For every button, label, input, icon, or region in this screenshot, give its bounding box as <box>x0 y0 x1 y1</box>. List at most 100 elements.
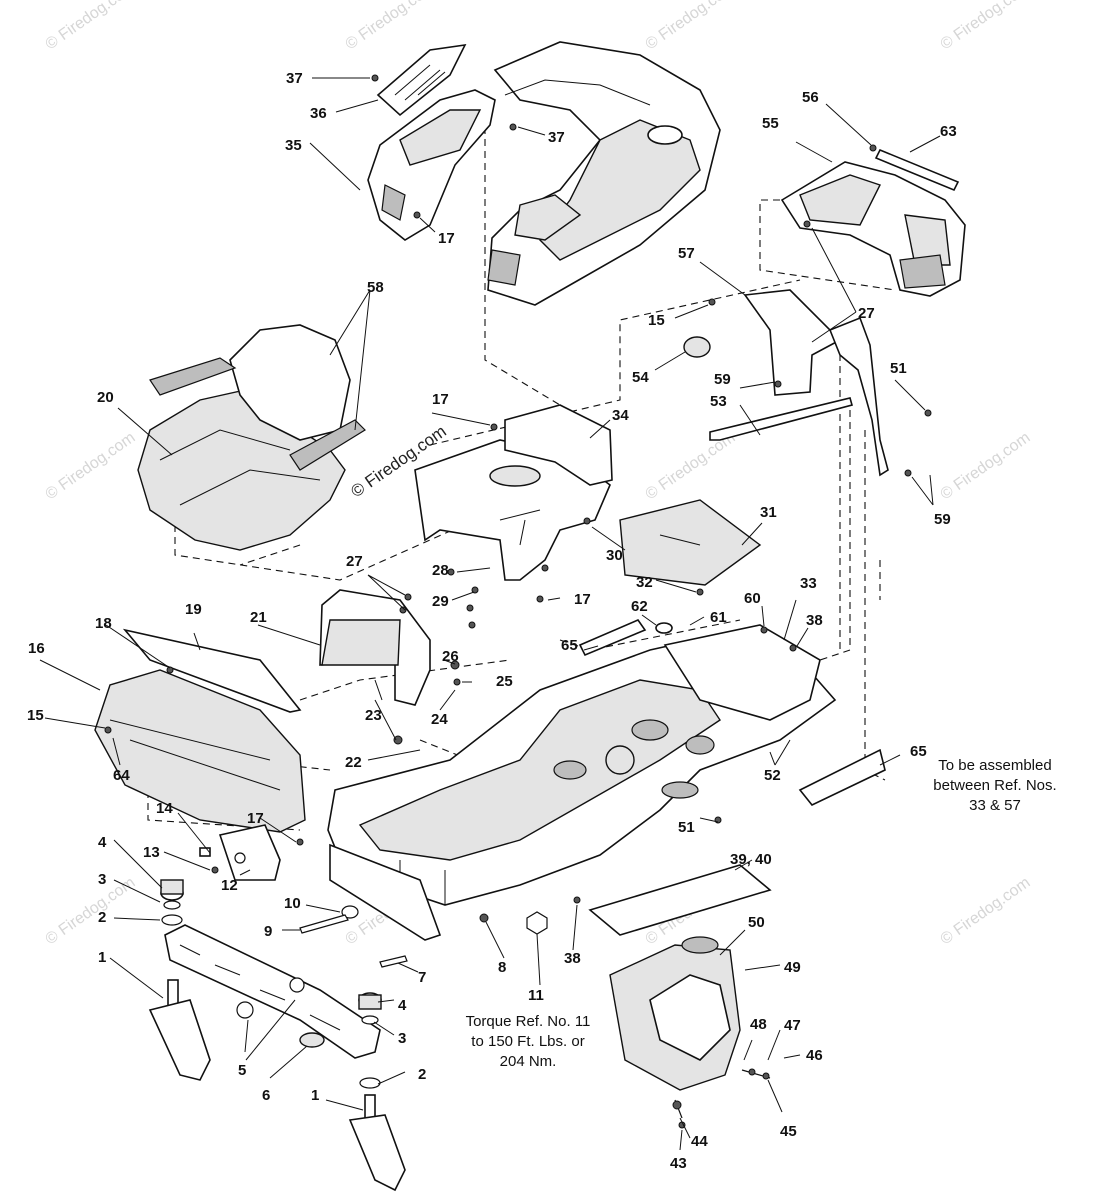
hood-part-16 <box>94 628 306 833</box>
callout-3: 3 <box>398 1030 406 1047</box>
callout-1: 1 <box>98 949 106 966</box>
callout-57: 57 <box>678 245 695 262</box>
callout-47: 47 <box>784 1017 801 1034</box>
callout-24: 24 <box>431 711 448 728</box>
callout-17: 17 <box>574 591 591 608</box>
watermark-text: © Firedog.com <box>938 874 1034 948</box>
mat-part-39-40 <box>588 864 772 936</box>
axle-bracket-part-12-14 <box>199 824 281 881</box>
watermark-text: © Firedog.com <box>43 429 139 503</box>
rear-cover-part-55 <box>780 161 966 297</box>
callout-15: 15 <box>27 707 44 724</box>
callout-1: 1 <box>311 1087 319 1104</box>
upright-bracket-part-57 <box>743 289 889 477</box>
callout-45: 45 <box>780 1123 797 1140</box>
knob-part-54 <box>683 336 711 358</box>
callout-10: 10 <box>284 895 301 912</box>
callout-62: 62 <box>631 598 648 615</box>
callout-25: 25 <box>496 673 513 690</box>
rod-part-53 <box>709 397 853 441</box>
callout-63: 63 <box>940 123 957 140</box>
callout-19: 19 <box>185 601 202 618</box>
pivot-bracket-part-8-10 <box>299 843 442 941</box>
callout-14: 14 <box>156 800 173 817</box>
callout-2: 2 <box>418 1066 426 1083</box>
callout-31: 31 <box>760 504 777 521</box>
callout-34: 34 <box>612 407 629 424</box>
callout-2: 2 <box>98 909 106 926</box>
callout-43: 43 <box>670 1155 687 1172</box>
callout-29: 29 <box>432 593 449 610</box>
callout-61: 61 <box>710 609 727 626</box>
assembly-note: To be assembled between Ref. Nos. 33 & 5… <box>933 757 1056 814</box>
callout-58: 58 <box>367 279 384 296</box>
callout-50: 50 <box>748 914 765 931</box>
callout-33: 33 <box>800 575 817 592</box>
callout-37: 37 <box>286 70 303 87</box>
callout-56: 56 <box>802 89 819 106</box>
main-frame-part-33 <box>327 624 837 906</box>
assembly-note-line-3: 33 & 57 <box>969 797 1021 814</box>
callout-20: 20 <box>97 389 114 406</box>
callout-22: 22 <box>345 754 362 771</box>
callout-28: 28 <box>432 562 449 579</box>
callout-44: 44 <box>691 1133 708 1150</box>
callout-60: 60 <box>744 590 761 607</box>
callout-17: 17 <box>438 230 455 247</box>
plate-part-65-right <box>798 748 886 806</box>
callout-65: 65 <box>561 637 578 654</box>
callout-32: 32 <box>636 574 653 591</box>
bushings-part-2-3-4 <box>160 879 382 1089</box>
torque-note-line-2: to 150 Ft. Lbs. or <box>471 1033 584 1050</box>
callout-3: 3 <box>98 871 106 888</box>
callout-51: 51 <box>678 819 695 836</box>
watermark-text: © Firedog.com <box>938 429 1034 503</box>
seat-part-20 <box>137 324 366 551</box>
callout-6: 6 <box>262 1087 270 1104</box>
callout-5: 5 <box>238 1062 246 1079</box>
callout-9: 9 <box>264 923 272 940</box>
watermark-text: © Firedog.com <box>643 429 739 503</box>
callout-39-40: 39, 40 <box>730 851 772 868</box>
seat-support-part-21 <box>319 589 431 706</box>
callout-27: 27 <box>346 553 363 570</box>
callout-59: 59 <box>934 511 951 528</box>
hardware <box>104 74 932 1129</box>
callout-4: 4 <box>398 997 407 1014</box>
plate-part-65 <box>578 619 647 657</box>
assembly-note-line-2: between Ref. Nos. <box>933 777 1056 794</box>
callout-49: 49 <box>784 959 801 976</box>
callout-36: 36 <box>310 105 327 122</box>
watermark-text: © Firedog.com <box>343 0 439 53</box>
callout-17: 17 <box>247 810 264 827</box>
watermark-text: © Firedog.com <box>938 0 1034 53</box>
callout-7: 7 <box>418 969 426 986</box>
watermark-text: © Firedog.com <box>43 0 139 53</box>
callout-8: 8 <box>498 959 506 976</box>
watermark-text: © Firedog.com <box>643 0 739 53</box>
torque-note-line-3: 204 Nm. <box>500 1053 557 1070</box>
callout-64: 64 <box>113 767 130 784</box>
console-body-part-34 <box>487 41 721 306</box>
center-panel-part-17 <box>414 404 613 581</box>
callout-37: 37 <box>548 129 565 146</box>
spindle-part-1 <box>148 979 406 1192</box>
callout-23: 23 <box>365 707 382 724</box>
callout-53: 53 <box>710 393 727 410</box>
callout-59: 59 <box>714 371 731 388</box>
leader-lines <box>39 77 941 1151</box>
callout-48: 48 <box>750 1016 767 1033</box>
washer-part-62 <box>655 622 673 634</box>
assembly-note-line-1: To be assembled <box>938 757 1051 774</box>
callout-35: 35 <box>285 137 302 154</box>
torque-note: Torque Ref. No. 11 to 150 Ft. Lbs. or 20… <box>466 1013 591 1070</box>
callout-46: 46 <box>806 1047 823 1064</box>
callout-30: 30 <box>606 547 623 564</box>
fuel-tank-part-49 <box>609 936 741 1091</box>
callout-17: 17 <box>432 391 449 408</box>
dash-panel-part-35 <box>367 43 496 241</box>
callout-12: 12 <box>221 877 238 894</box>
callout-65: 65 <box>910 743 927 760</box>
callout-55: 55 <box>762 115 779 132</box>
